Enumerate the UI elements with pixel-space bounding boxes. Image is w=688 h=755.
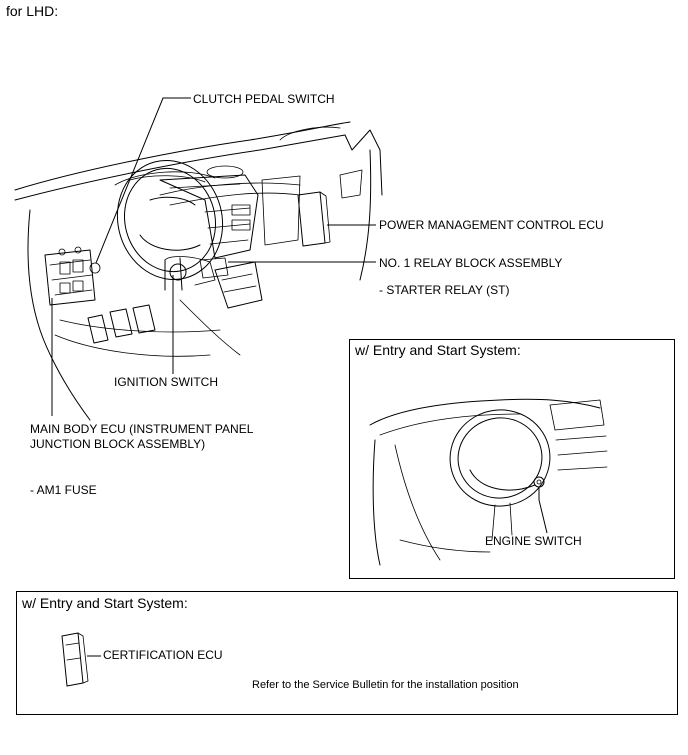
- bottom-entry-start-box: w/ Entry and Start System:: [16, 591, 678, 715]
- label-main-body-ecu: MAIN BODY ECU (INSTRUMENT PANEL JUNCTION…: [30, 422, 253, 451]
- label-certification-ecu: CERTIFICATION ECU: [103, 648, 223, 662]
- inset-entry-start-box: w/ Entry and Start System:: [349, 339, 675, 579]
- bottom-box-title: w/ Entry and Start System:: [22, 595, 188, 611]
- label-engine-switch: ENGINE SWITCH: [485, 534, 582, 548]
- installation-note: Refer to the Service Bulletin for the in…: [252, 679, 519, 691]
- label-relay-block: NO. 1 RELAY BLOCK ASSEMBLY: [379, 256, 563, 270]
- label-ignition-switch: IGNITION SWITCH: [114, 375, 218, 389]
- inset-title: w/ Entry and Start System:: [355, 342, 521, 358]
- label-clutch-pedal-switch: CLUTCH PEDAL SWITCH: [193, 92, 335, 106]
- label-power-management-ecu: POWER MANAGEMENT CONTROL ECU: [379, 218, 604, 232]
- label-starter-relay: - STARTER RELAY (ST): [379, 283, 510, 297]
- page-heading: for LHD:: [6, 3, 59, 19]
- label-am1-fuse: - AM1 FUSE: [30, 483, 97, 497]
